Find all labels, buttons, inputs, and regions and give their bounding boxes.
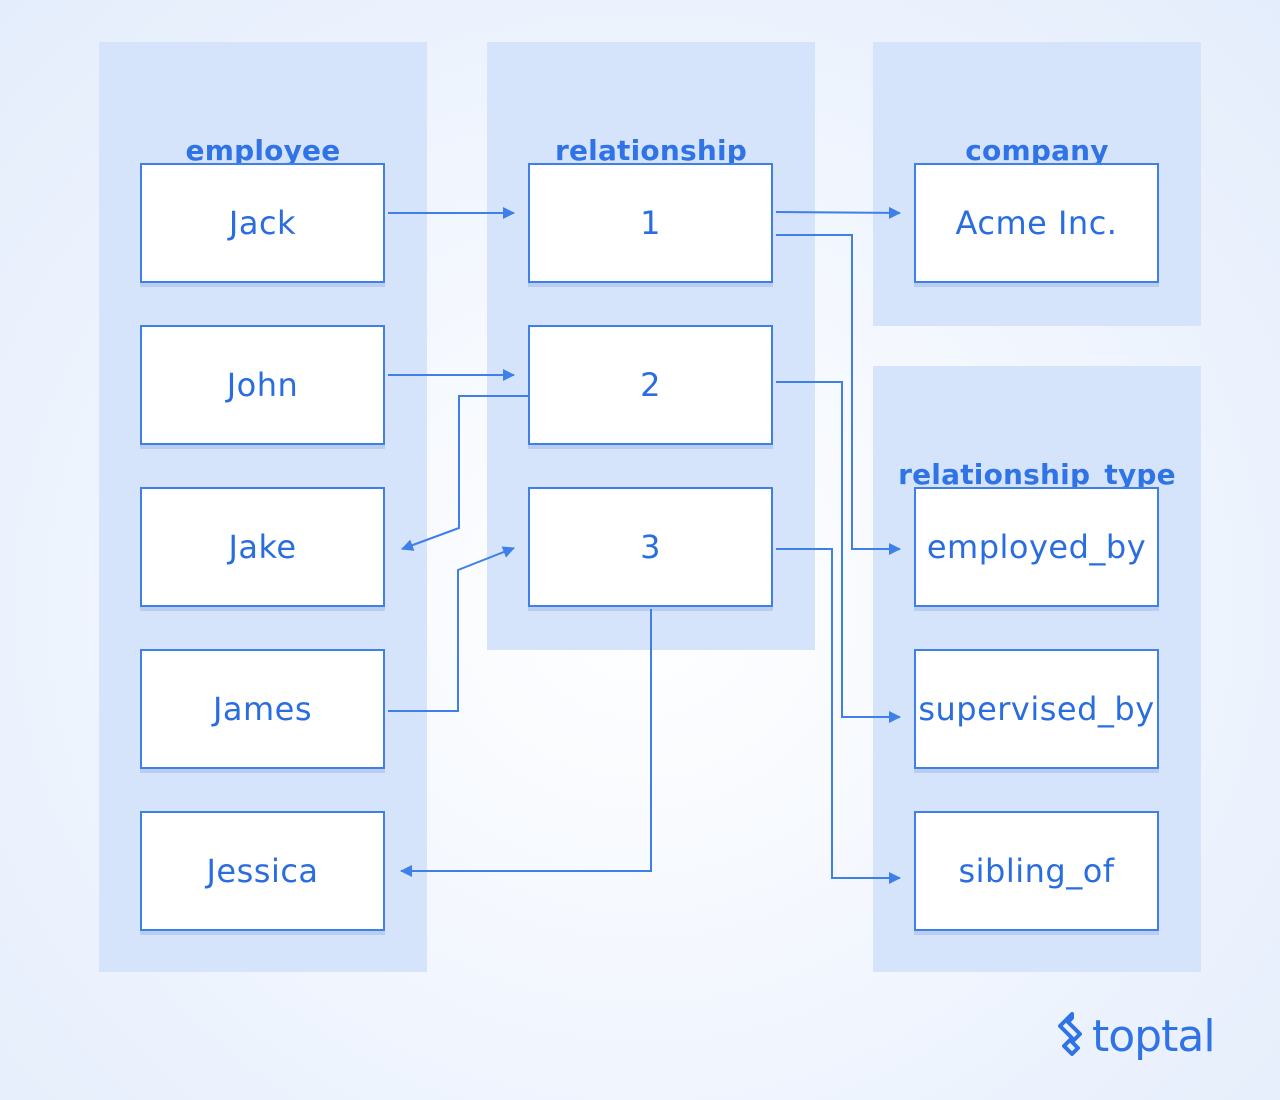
- employee-box-james: James: [140, 649, 385, 769]
- relationship-box-1: 1: [528, 163, 773, 283]
- relationship-type-box-supervised-by: supervised_by: [914, 649, 1159, 769]
- employee-panel-title: employee: [185, 134, 341, 167]
- relationship-type-box-sibling-of: sibling_of: [914, 811, 1159, 931]
- company-panel-title: company: [965, 134, 1109, 167]
- toptal-logo-icon: [1058, 1012, 1082, 1056]
- connector-1-to-acme: [775, 206, 901, 219]
- connector-2-to-supervised-by: [776, 381, 901, 723]
- relationship-box-2: 2: [528, 325, 773, 445]
- relationship-type-panel-title: relationship_type: [898, 458, 1176, 491]
- connector-1-to-employed-by: [776, 234, 901, 555]
- toptal-logo: toptal: [1050, 1008, 1216, 1064]
- connector-james-to-3: [388, 546, 515, 712]
- employee-box-jack: Jack: [140, 163, 385, 283]
- connector-2-to-jake: [401, 395, 528, 551]
- connector-3-to-sibling-of: [776, 548, 901, 884]
- employee-box-jake: Jake: [140, 487, 385, 607]
- company-box-acme: Acme Inc.: [914, 163, 1159, 283]
- relationship-panel-title: relationship: [554, 134, 748, 167]
- relationship-type-box-employed-by: employed_by: [914, 487, 1159, 607]
- employee-box-jessica: Jessica: [140, 811, 385, 931]
- relationship-box-3: 3: [528, 487, 773, 607]
- connector-3-to-jessica: [400, 609, 652, 877]
- employee-box-john: John: [140, 325, 385, 445]
- toptal-logo-text: toptal: [1092, 1010, 1216, 1062]
